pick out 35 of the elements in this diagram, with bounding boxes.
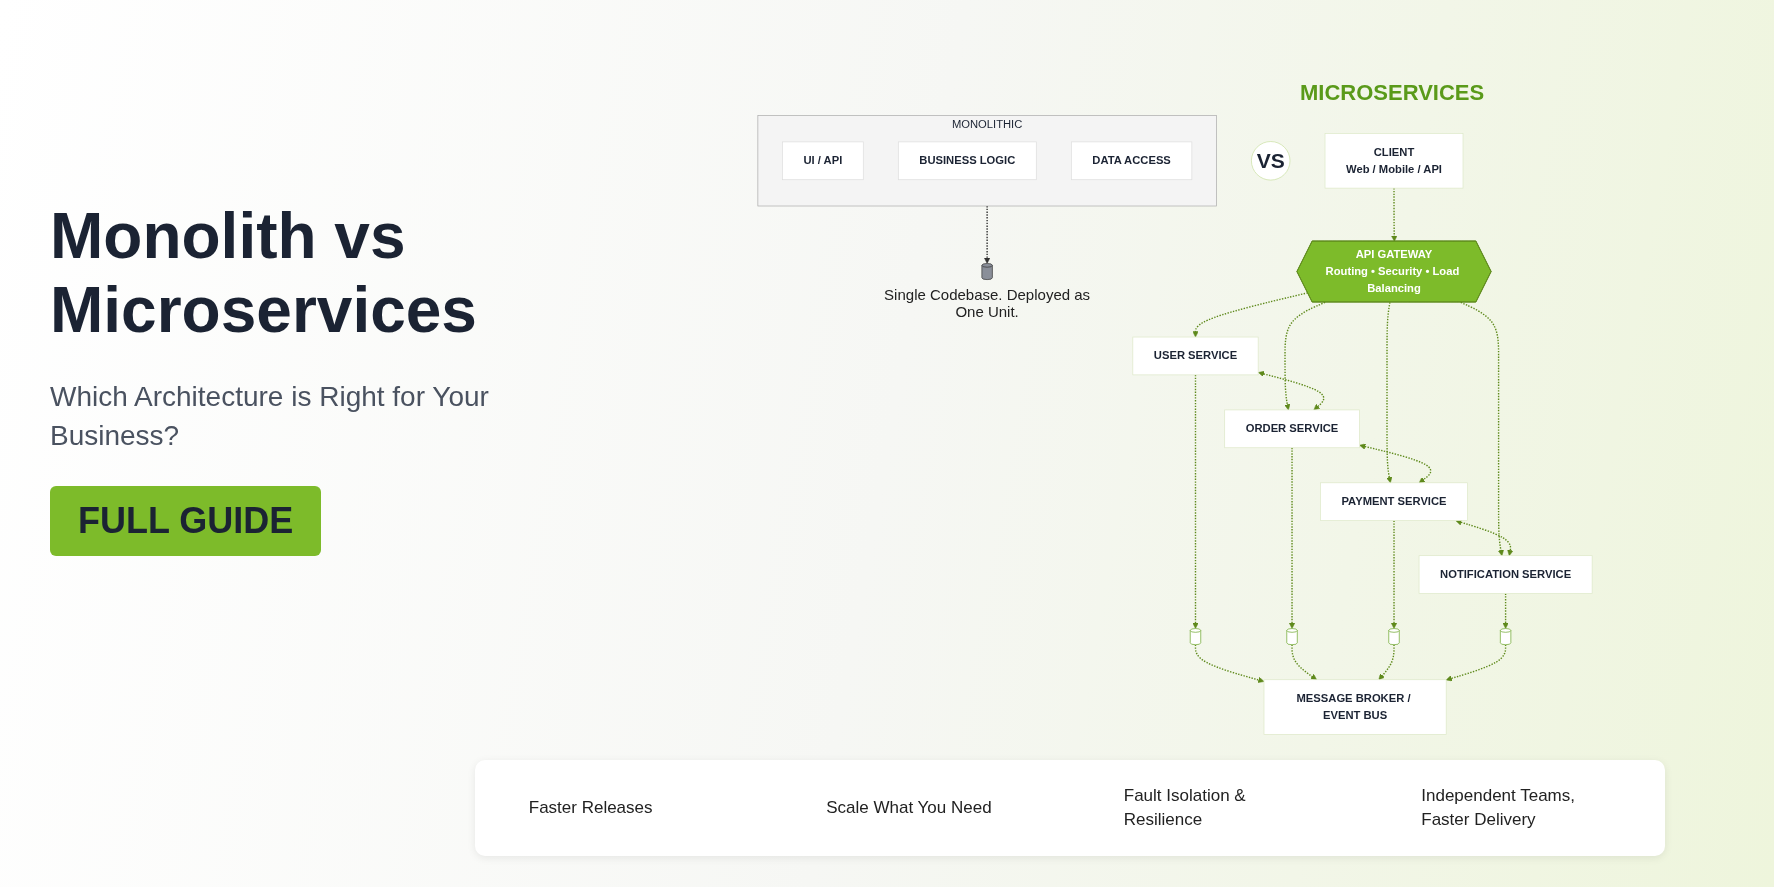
heading: Monolith vs Microservices	[50, 200, 478, 348]
feature-text: Faster Releases	[528, 797, 654, 820]
node-box: CLIENT Web / Mobile / API	[1324, 133, 1464, 189]
node-box: ORDER SERVICE	[1224, 409, 1360, 449]
node-cylinder	[1388, 628, 1400, 646]
guide-button: FULL GUIDE	[50, 485, 322, 556]
node-box: NOTIFICATION SERVICE	[1418, 555, 1593, 594]
subtitle: Which Architecture is Right for Your Business?	[50, 380, 490, 454]
node-caption: Single Codebase. Deployed as One Unit.	[883, 285, 1092, 320]
node-cylinder	[1500, 628, 1512, 646]
section-heading: MICROSERVICES	[1300, 80, 1485, 106]
feature-text: Fault Isolation & Resilience	[1123, 785, 1247, 831]
arrow	[1288, 447, 1296, 629]
node-box: MESSAGE BROKER / EVENT BUS	[1263, 679, 1447, 735]
arrow	[1455, 519, 1514, 556]
arrow	[1378, 644, 1395, 680]
arrow	[1445, 644, 1507, 682]
arrow	[1460, 301, 1504, 556]
arrow	[1258, 370, 1325, 411]
node-cylinder	[1286, 628, 1298, 646]
node-box: UI / API	[782, 141, 864, 181]
arrow	[1192, 292, 1309, 338]
node-circle: VS	[1251, 141, 1291, 181]
node-box: USER SERVICE	[1132, 336, 1259, 376]
node-box: BUSINESS LOGIC	[897, 141, 1037, 181]
node-box: PAYMENT SERVICE	[1320, 482, 1468, 521]
feature-text: Independent Teams, Faster Delivery	[1421, 785, 1576, 831]
node-box: DATA ACCESS	[1071, 141, 1193, 181]
arrow	[1284, 301, 1326, 411]
node-cylinder	[1189, 628, 1202, 646]
arrow	[1194, 644, 1265, 683]
arrow	[1359, 443, 1432, 484]
arrow	[1291, 644, 1317, 680]
node-cylinder	[981, 263, 993, 280]
feature-text: Scale What You Need	[826, 797, 993, 820]
